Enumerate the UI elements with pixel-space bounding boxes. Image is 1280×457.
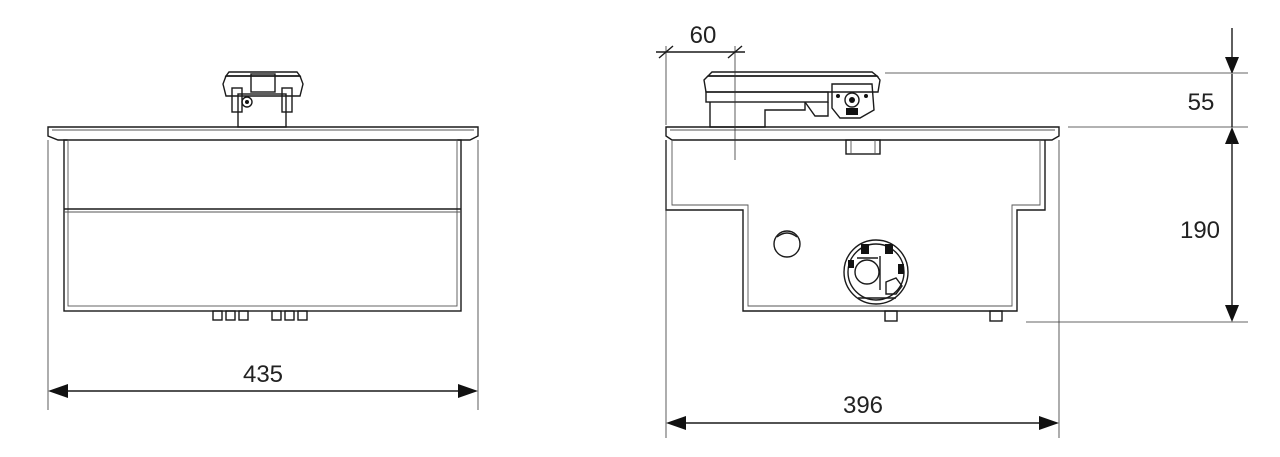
side-height-dimensions: 55 190 [885,28,1248,323]
side-cover-plate [665,126,1060,141]
side-top-height-label: 55 [1188,89,1215,116]
front-width-label: 435 [243,361,283,388]
side-lock-mechanism [703,71,881,128]
side-body-height-label: 190 [1180,217,1220,244]
side-view: 60 55 190 396 [656,22,1248,438]
front-view: 435 [47,71,479,410]
side-offset-label: 60 [690,22,717,49]
side-large-fitting [843,239,909,305]
front-bottom-feet [212,310,308,321]
front-box-body [63,139,462,312]
side-round-plug [773,230,801,258]
side-box-body [665,140,1046,312]
front-lock-mechanism [222,71,304,128]
side-bottom-feet [884,310,1003,322]
front-cover-plate [47,126,479,141]
side-offset-dimension: 60 [656,22,745,160]
side-width-label: 396 [843,392,883,419]
front-width-dimension: 435 [48,361,478,398]
side-width-dimension: 396 [666,392,1059,430]
